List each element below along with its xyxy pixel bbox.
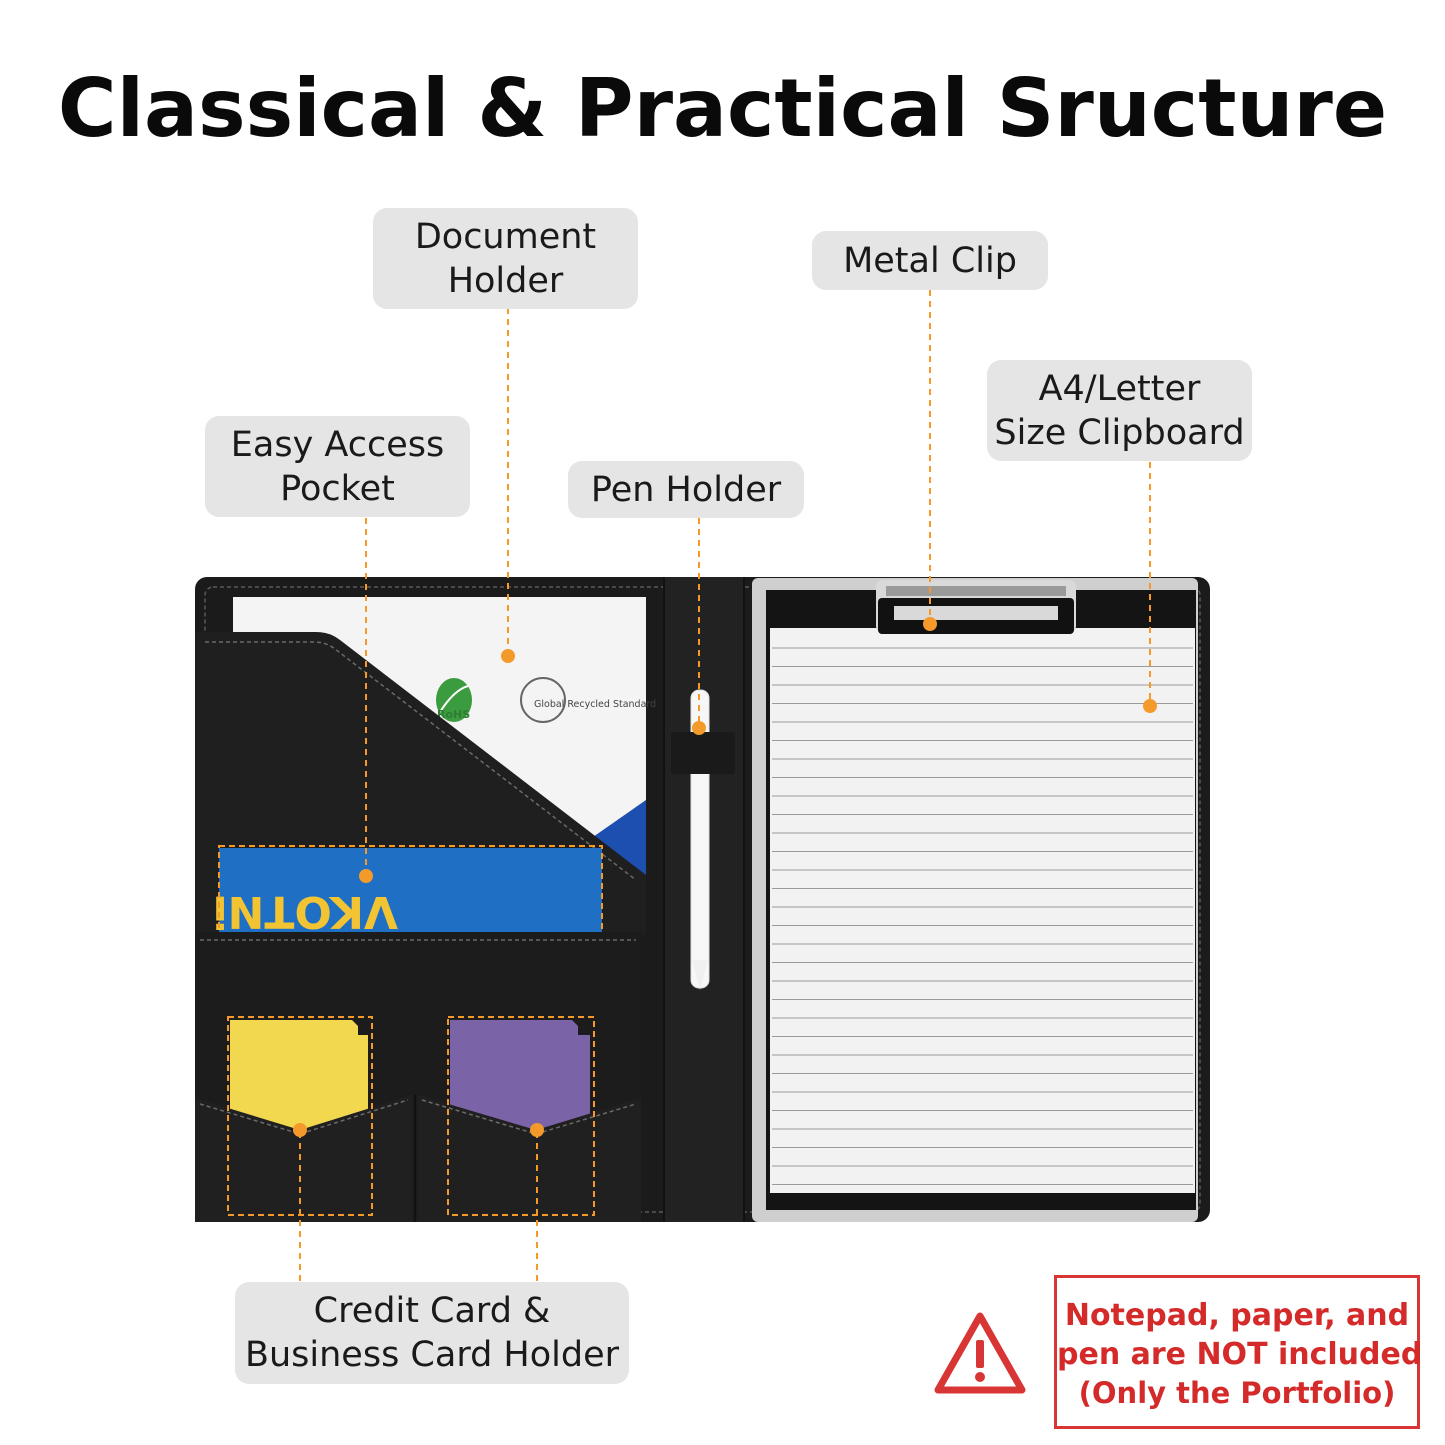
warning-triangle-icon [934, 1312, 1026, 1394]
dot-card-right [530, 1123, 544, 1137]
label-pen-holder: Pen Holder [568, 461, 804, 518]
label-card-holder: Credit Card & Business Card Holder [235, 1282, 629, 1384]
notepad [770, 628, 1195, 1193]
yellow-card [230, 1020, 368, 1150]
notice-line-3: (Only the Portfolio) [1078, 1376, 1396, 1410]
dot-clipboard [1143, 699, 1157, 713]
rohs-leaf-icon [436, 678, 472, 722]
dot-card-left [293, 1123, 307, 1137]
notice-line-2: pen are NOT included [1057, 1337, 1423, 1372]
dot-easy-access [359, 869, 373, 883]
notice-line-1: Notepad, paper, and [1064, 1298, 1410, 1333]
leader-lines [299, 290, 1151, 1282]
label-clipboard: A4/Letter Size Clipboard [987, 360, 1252, 461]
label-document-holder: Document Holder [373, 208, 638, 309]
not-included-notice: Notepad, paper, and pen are NOT included… [1054, 1275, 1423, 1429]
recycle-icon [520, 677, 566, 723]
label-metal-clip: Metal Clip [812, 231, 1048, 290]
page-title: Classical & Practical Sructure [57, 62, 1388, 155]
booklet-text: VKOTNi [213, 886, 399, 937]
dot-pen-holder [692, 721, 706, 735]
leader-dots [293, 617, 1157, 1137]
blue-booklet: VKOTNi [213, 848, 602, 937]
recycled-text: Global Recycled Standard [534, 699, 656, 710]
rohs-text: RoHS [437, 708, 470, 721]
label-easy-access: Easy Access Pocket [205, 416, 470, 517]
pen-loop [671, 732, 735, 774]
card-slots [195, 1095, 641, 1222]
dot-document-holder [501, 649, 515, 663]
metal-clip [876, 580, 1076, 634]
dot-metal-clip [923, 617, 937, 631]
